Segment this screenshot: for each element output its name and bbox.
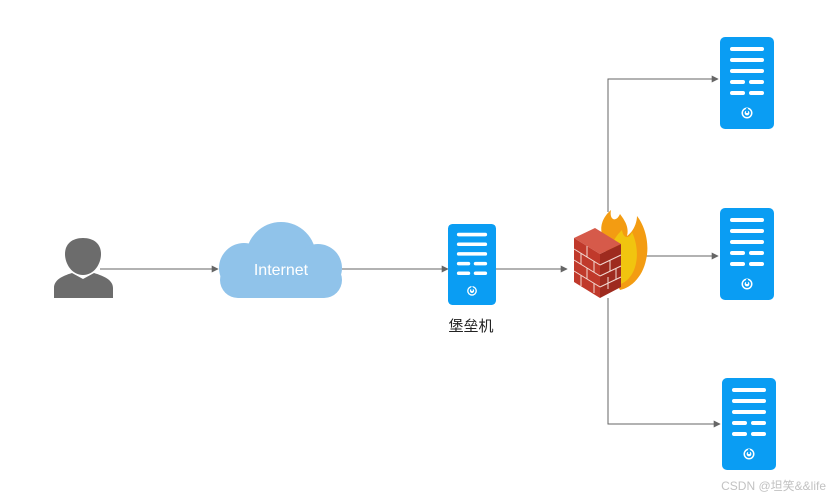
watermark: CSDN @坦笑&&life bbox=[721, 478, 826, 493]
server-icon bbox=[719, 207, 775, 301]
edge-firewall-to-server-3 bbox=[607, 298, 721, 428]
bastion-node: 堡垒机 bbox=[447, 223, 497, 335]
server-icon bbox=[719, 36, 775, 130]
firewall-icon bbox=[573, 210, 648, 298]
server-1-node bbox=[719, 36, 775, 130]
server-2-node bbox=[719, 207, 775, 301]
internet-label: Internet bbox=[254, 262, 309, 279]
internet-node: Internet bbox=[219, 222, 342, 298]
user-icon bbox=[54, 238, 113, 298]
edges bbox=[100, 75, 721, 428]
server-icon bbox=[721, 377, 777, 471]
bastion-label: 堡垒机 bbox=[448, 317, 493, 335]
server-icon bbox=[447, 223, 497, 306]
cloud-icon bbox=[219, 222, 342, 298]
edge-firewall-to-server-1 bbox=[607, 75, 719, 212]
server-3-node bbox=[721, 377, 777, 471]
